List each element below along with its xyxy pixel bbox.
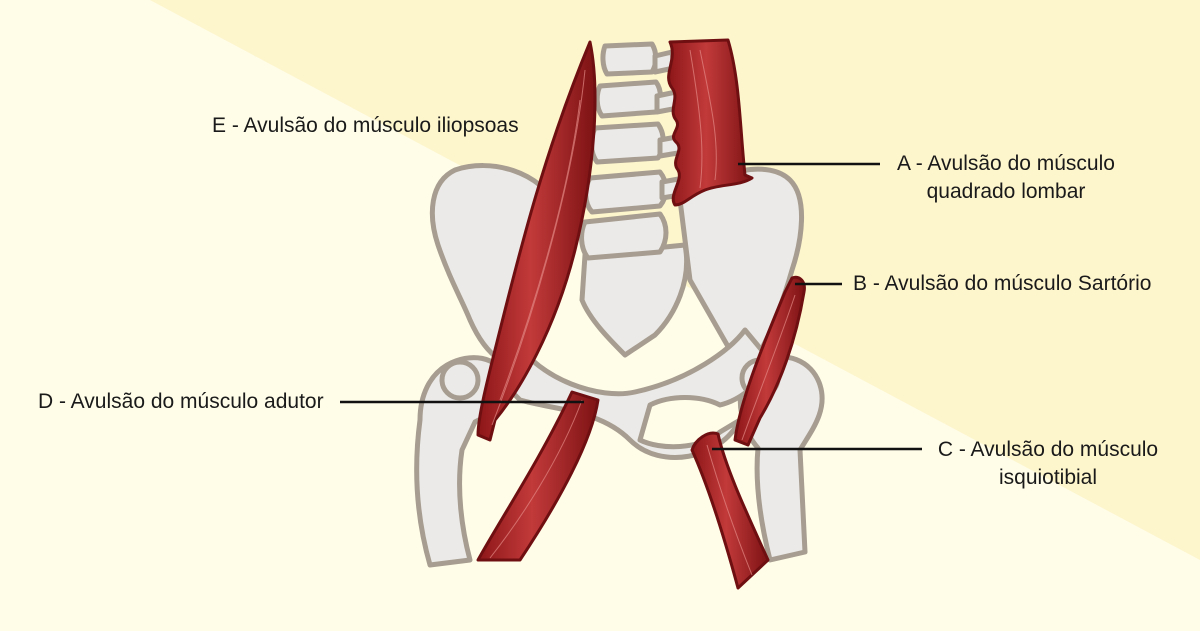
iliopsoas-muscle xyxy=(476,40,597,442)
vertebra-l2 xyxy=(594,79,663,119)
muscle-fibres xyxy=(489,49,796,576)
label-d: D - Avulsão do músculo adutor xyxy=(38,388,324,416)
vertebra-l3 xyxy=(589,121,666,165)
label-e-line1: E - Avulsão do músculo iliopsoas xyxy=(212,114,519,137)
label-a: A - Avulsão do músculo quadrado lombar xyxy=(886,150,1126,206)
label-a-line1: A - Avulsão do músculo xyxy=(897,152,1115,175)
fibre-line xyxy=(741,294,796,441)
leader-lines xyxy=(340,162,922,451)
quadratus-lumborum-muscle xyxy=(667,38,754,207)
fibre-line xyxy=(489,399,583,559)
sacrum xyxy=(579,242,690,358)
left-acetabulum xyxy=(439,359,481,401)
vertebra-l4 xyxy=(583,169,669,215)
fibre-line xyxy=(699,49,717,181)
label-a-line2: quadrado lombar xyxy=(926,180,1086,203)
label-c-line2: isquiotibial xyxy=(998,466,1098,489)
label-e: E - Avulsão do músculo iliopsoas xyxy=(212,112,519,140)
label-c: C - Avulsão do músculo isquiotibial xyxy=(930,436,1166,492)
fibre-line xyxy=(491,69,586,426)
left-ilium xyxy=(429,163,563,363)
label-c-line1: C - Avulsão do músculo xyxy=(937,438,1159,461)
hamstring-muscle xyxy=(690,431,770,590)
label-d-line1: D - Avulsão do músculo adutor xyxy=(38,390,324,413)
fibre-line xyxy=(689,49,703,189)
vertebra-l5 xyxy=(579,211,669,261)
vertebra-l1 xyxy=(600,41,659,77)
label-b: B - Avulsão do músculo Sartório xyxy=(853,270,1151,298)
label-b-line1: B - Avulsão do músculo Sartório xyxy=(853,272,1152,295)
fibre-line xyxy=(499,99,581,401)
fibre-line xyxy=(706,444,753,576)
background-band xyxy=(0,0,1200,560)
pubic-ring xyxy=(497,327,773,460)
